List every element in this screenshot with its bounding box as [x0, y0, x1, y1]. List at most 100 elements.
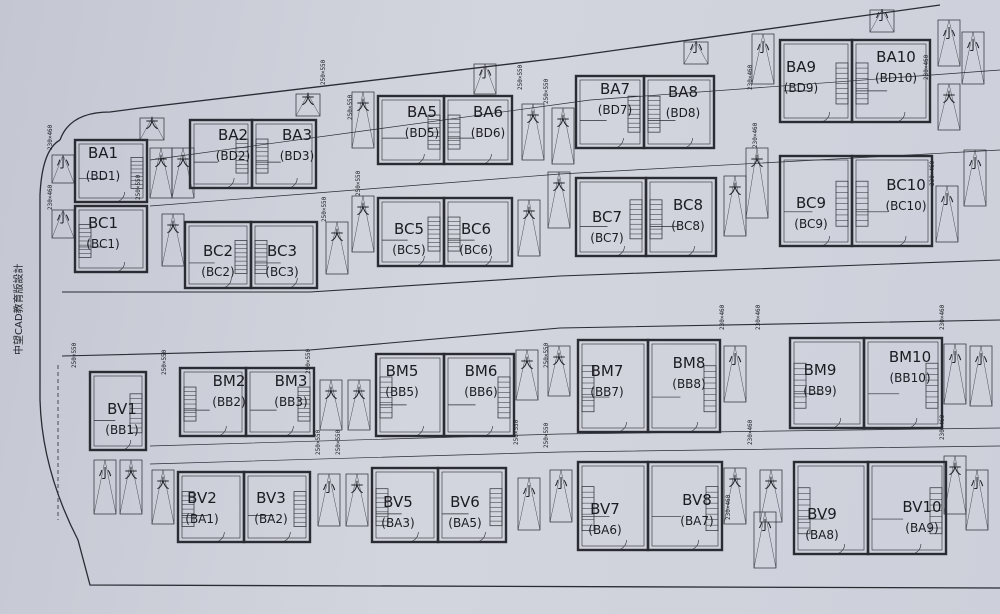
- small-space-marker: 小: [974, 353, 987, 368]
- parking-space: 大: [295, 93, 321, 117]
- door-swing: [214, 531, 225, 543]
- large-space-marker: 大: [352, 387, 365, 402]
- unit-ba2: BA2(BD2): [188, 118, 254, 190]
- stair-symbol: [647, 95, 661, 133]
- unit-code-label: (BA9): [905, 521, 938, 535]
- dimension-label: 230×460: [923, 54, 930, 80]
- unit-bv1: BV1(BB1): [88, 370, 148, 452]
- unit-code-label: (BD3): [280, 149, 314, 163]
- parking-space: 大: [547, 345, 571, 397]
- small-space-marker: 小: [728, 353, 741, 368]
- unit-wall: [73, 204, 149, 274]
- door-swing: [894, 111, 906, 123]
- door-swing: [616, 539, 627, 551]
- large-space-marker: 大: [166, 221, 179, 236]
- large-space-marker: 大: [154, 155, 167, 170]
- small-space-marker: 小: [756, 41, 769, 56]
- unit-bm10: BM10 (BB10): [862, 336, 944, 430]
- unit-ba3: BA3 (BD3): [250, 118, 318, 190]
- parking-space: 大: [517, 199, 541, 257]
- door-swing: [688, 539, 699, 551]
- unit-code-label: (BD1): [86, 169, 120, 183]
- unit-label: BV2: [187, 489, 217, 507]
- parking-space: 大: [745, 147, 769, 219]
- unit-inner-wall: [247, 475, 307, 539]
- unit-label: BV5: [383, 493, 413, 511]
- parking-space: 大: [723, 175, 747, 237]
- unit-label: BA8: [668, 83, 698, 101]
- unit-code-label: (BB1): [105, 423, 138, 437]
- unit-label: BM10: [889, 348, 931, 366]
- stair-symbol: [629, 199, 643, 240]
- dimension-label: 250×550: [161, 349, 168, 375]
- door-swing: [819, 235, 830, 247]
- dimension-label: 230×460: [929, 160, 936, 186]
- parking-space: 大: [119, 459, 143, 515]
- unit-bc3: BC3(BC3): [249, 220, 319, 290]
- parking-space: 大: [937, 83, 961, 131]
- stair-symbol: [427, 114, 441, 150]
- unit-wall: [866, 460, 948, 556]
- unit-code-label: (BA1): [185, 512, 218, 526]
- unit-bv8: BV8(BA7): [646, 460, 724, 552]
- parking-space: 小: [517, 477, 541, 531]
- door-swing: [830, 417, 841, 429]
- unit-code-label: (BA7): [680, 514, 713, 528]
- unit-wall: [244, 366, 316, 438]
- large-space-marker: 大: [124, 467, 137, 482]
- parking-space: 大: [521, 103, 545, 161]
- stair-symbol: [929, 487, 943, 535]
- large-space-marker: 大: [156, 477, 169, 492]
- unit-label: BA3: [282, 126, 312, 144]
- unit-label: BM9: [804, 361, 837, 379]
- unit-label: BA6: [473, 103, 503, 121]
- door-swing: [224, 177, 235, 189]
- door-swing: [414, 153, 425, 165]
- small-space-marker: 小: [56, 157, 69, 172]
- small-space-marker: 小: [478, 67, 491, 82]
- unit-label: BC9: [796, 194, 826, 212]
- door-swing: [614, 245, 625, 257]
- unit-ba1: BA1 (BD1): [73, 138, 149, 204]
- unit-ba6: BA6(BD6): [442, 94, 514, 166]
- unit-bv10: BV10(BA9): [866, 460, 948, 556]
- unit-wall: [442, 94, 514, 166]
- small-space-marker: 小: [98, 467, 111, 482]
- parking-space: 大: [345, 473, 369, 527]
- dimension-label: 230×460: [752, 122, 759, 148]
- parking-space: 小: [965, 469, 989, 531]
- unit-code-label: (BC9): [794, 217, 827, 231]
- parking-space: 大: [515, 349, 539, 401]
- unit-code-label: (BD5): [405, 126, 439, 140]
- unit-code-label: (BA3): [381, 516, 414, 530]
- parking-space: 大: [325, 221, 349, 275]
- unit-bm3: BM3(BB3): [244, 366, 316, 438]
- dimension-label: 250×550: [315, 429, 322, 455]
- stair-symbol: [925, 362, 939, 409]
- parking-space: 大: [161, 213, 185, 267]
- unit-label: BC5: [394, 220, 424, 238]
- dimension-label: 230×460: [755, 304, 762, 330]
- unit-label: BC7: [592, 208, 622, 226]
- parking-space: 小: [869, 9, 895, 33]
- door-swing: [221, 277, 232, 289]
- small-space-marker: 小: [970, 477, 983, 492]
- large-space-marker: 大: [942, 91, 955, 106]
- unit-label: BM6: [465, 362, 498, 380]
- unit-code-label: (BD7): [598, 103, 632, 117]
- dimension-label: 250×550: [347, 94, 354, 120]
- stair-symbol: [183, 386, 197, 422]
- dimension-label: 250×550: [543, 342, 550, 368]
- unit-label: BM2: [213, 372, 246, 390]
- door-swing: [906, 417, 918, 429]
- unit-code-label: (BB10): [889, 371, 930, 385]
- unit-code-label: (BC2): [201, 265, 234, 279]
- dimension-label: 230×460: [939, 414, 946, 440]
- stair-symbol: [581, 365, 595, 413]
- stair-symbol: [703, 365, 717, 413]
- parking-space: 小: [961, 31, 985, 85]
- unit-label: BA1: [88, 144, 118, 162]
- unit-inner-wall: [181, 475, 241, 539]
- stair-symbol: [293, 491, 307, 527]
